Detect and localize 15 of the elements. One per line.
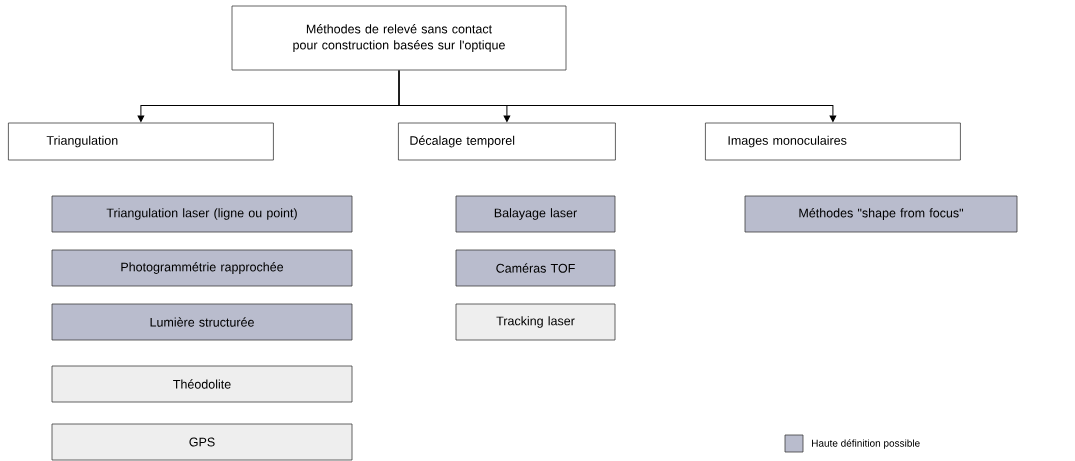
category-box: Images monoculaires [705, 122, 961, 161]
method-box: Tracking laser [455, 303, 616, 341]
method-box: Photogrammétrie rapprochée [51, 249, 353, 287]
category-box: Triangulation [8, 122, 274, 161]
method-box: Balayage laser [455, 195, 616, 233]
title-box: Méthodes de relevé sans contact pour construction basées sur l'optique [231, 5, 567, 71]
method-box: GPS [51, 423, 353, 461]
method-box: Méthodes "shape from focus" [744, 195, 1018, 233]
legend-text: Haute définition possible [812, 439, 920, 449]
method-box: Triangulation laser (ligne ou point) [51, 195, 353, 233]
method-box: Caméras TOF [455, 249, 616, 287]
arrow [398, 69, 837, 122]
method-box: Lumière structurée [51, 303, 353, 341]
method-box: Théodolite [51, 365, 353, 403]
category-box: Décalage temporel [398, 122, 616, 161]
